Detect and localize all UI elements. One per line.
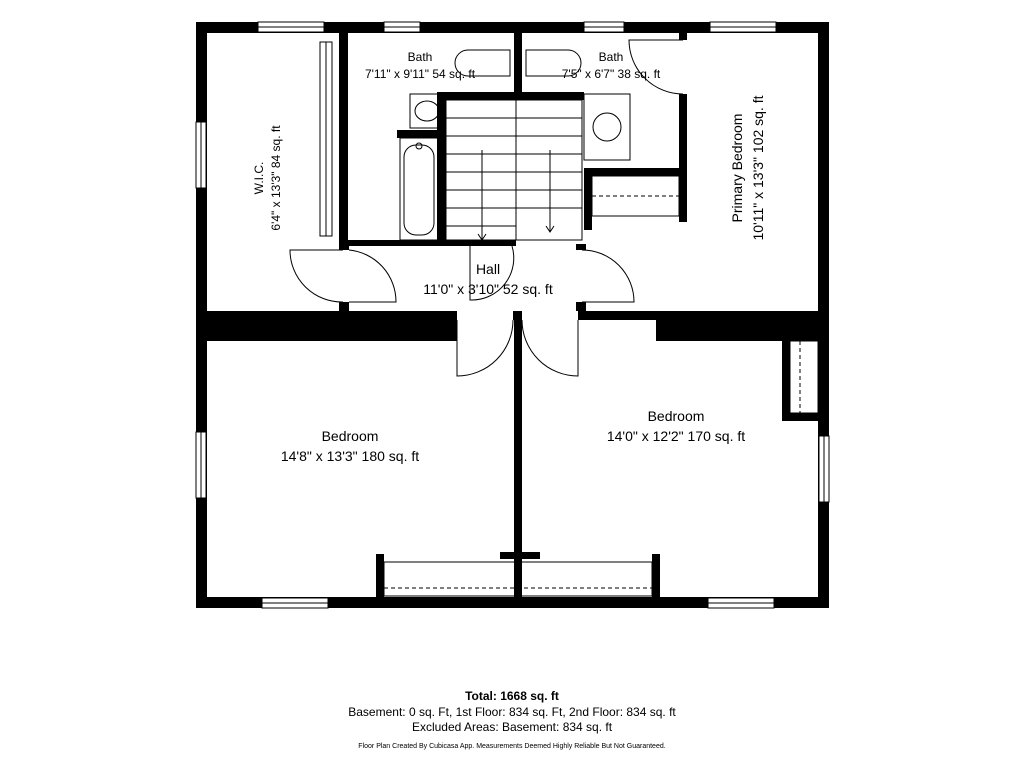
primary-bedroom-name: Primary Bedroom [729, 114, 745, 223]
doors [289, 39, 687, 377]
primary-bedroom-dims: 10'11" x 13'3" 102 sq. ft [750, 95, 766, 240]
bedroom-right-name: Bedroom [648, 408, 705, 424]
bath-right-dims: 7'5" x 6'7" 38 sq. ft [562, 67, 661, 81]
bedroom-left-dims: 14'8" x 13'3" 180 sq. ft [281, 448, 419, 464]
hall-name: Hall [476, 261, 500, 277]
wic-dims: 6'4" x 13'3" 84 sq. ft [269, 125, 283, 231]
bath-left-name: Bath [408, 50, 433, 64]
disclaimer: Floor Plan Created By Cubicasa App. Meas… [358, 743, 666, 750]
bath-right-name: Bath [599, 50, 624, 64]
wic-name: W.I.C. [252, 162, 266, 195]
floor-plan: Bath 7'11" x 9'11" 54 sq. ft Bath 7'5" x… [195, 21, 830, 609]
excluded-areas: Excluded Areas: Basement: 834 sq. ft [411, 720, 613, 734]
total-area: Total: 1668 sq. ft [465, 689, 559, 703]
bedroom-left-name: Bedroom [322, 428, 379, 444]
room-labels: Bath 7'11" x 9'11" 54 sq. ft Bath 7'5" x… [252, 50, 766, 464]
bedroom-right-dims: 14'0" x 12'2" 170 sq. ft [607, 428, 745, 444]
bath-left-dims: 7'11" x 9'11" 54 sq. ft [365, 67, 476, 81]
windows [195, 21, 830, 609]
floor-breakdown: Basement: 0 sq. Ft, 1st Floor: 834 sq. F… [348, 705, 676, 719]
hall-dims: 11'0" x 3'10" 52 sq. ft [423, 281, 553, 297]
fixtures [319, 41, 819, 597]
